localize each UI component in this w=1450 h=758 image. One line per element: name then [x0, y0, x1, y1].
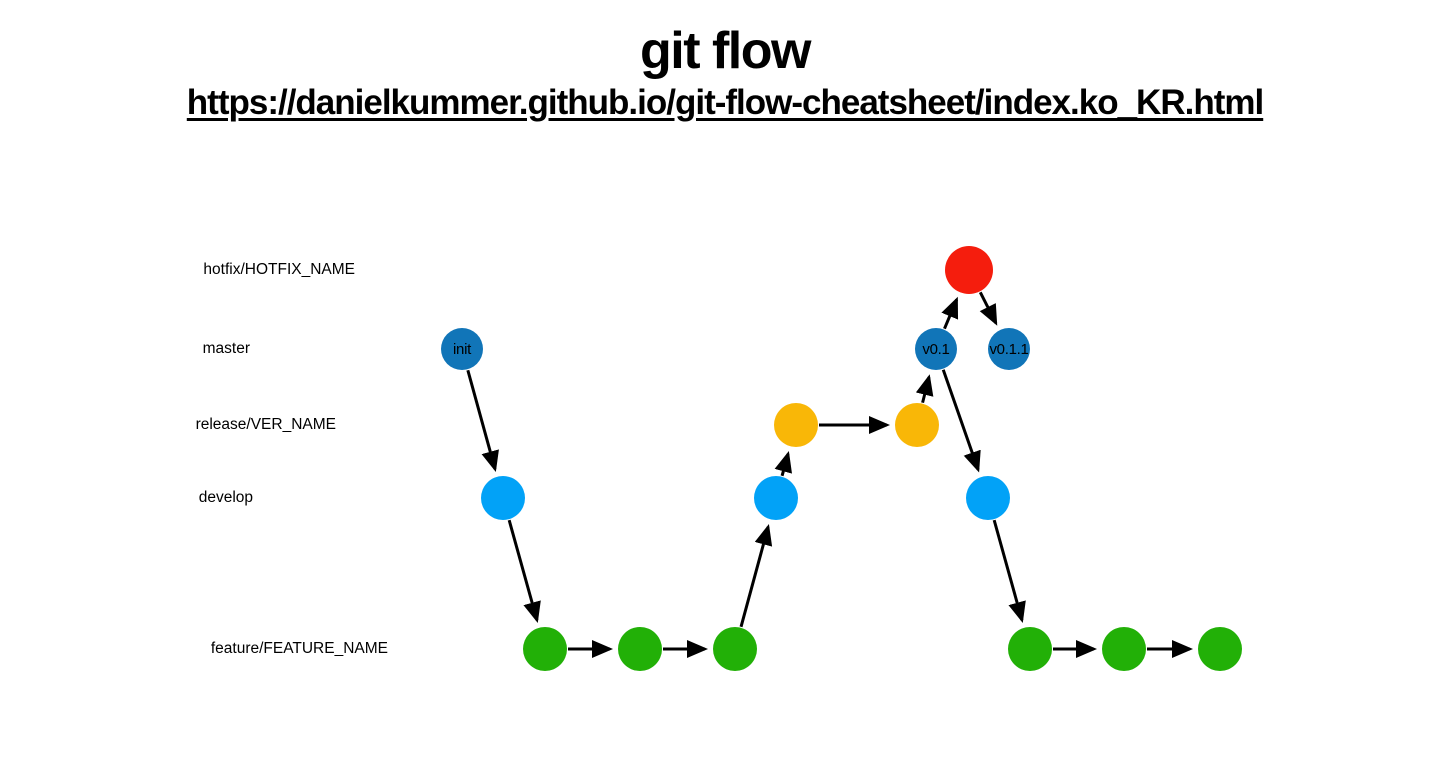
commit-node-d2[interactable] — [754, 476, 798, 520]
commit-node-d3[interactable] — [966, 476, 1010, 520]
commit-node-f3[interactable] — [713, 627, 757, 671]
edge-develop-to-release-start — [774, 451, 792, 477]
cheatsheet-url-link[interactable]: https://danielkummer.github.io/git-flow-… — [186, 82, 1264, 122]
commit-node-d1[interactable] — [481, 476, 525, 520]
commit-node-h1[interactable] — [945, 246, 993, 294]
lane-label-release: release/VER_NAME — [195, 416, 336, 433]
commit-node-f1[interactable] — [523, 627, 567, 671]
commit-node-r2[interactable] — [895, 403, 939, 447]
edge-master-to-hotfix — [941, 296, 959, 330]
edge-develop-to-feature-start — [507, 519, 541, 623]
edge-group — [466, 291, 1193, 658]
commit-node-f6[interactable] — [1198, 627, 1242, 671]
commit-node-label: v0.1 — [922, 340, 950, 358]
commit-node-m_v011[interactable]: v0.1.1 — [988, 328, 1030, 370]
lane-label-develop: develop — [198, 489, 253, 506]
commit-node-r1[interactable] — [774, 403, 818, 447]
page-title: git flow — [640, 22, 811, 80]
edge-hotfix-to-master-v011 — [978, 291, 998, 326]
commit-node-f5[interactable] — [1102, 627, 1146, 671]
edge-master-init-to-develop — [466, 369, 499, 472]
commit-node-label: init — [453, 340, 471, 358]
edge-release-to-master-v01 — [915, 374, 934, 404]
commit-node-m_v01[interactable]: v0.1 — [915, 328, 957, 370]
edge-master-to-develop-backmerge — [941, 369, 981, 473]
edge-develop-to-feature-restart — [992, 519, 1026, 623]
commit-node-f2[interactable] — [618, 627, 662, 671]
lane-label-hotfix: hotfix/HOTFIX_NAME — [203, 261, 355, 278]
commit-node-label: v0.1.1 — [989, 340, 1029, 358]
page-header: git flow https://danielkummer.github.io/… — [0, 0, 1450, 123]
commit-node-m_init[interactable]: init — [441, 328, 483, 370]
commit-node-f4[interactable] — [1008, 627, 1052, 671]
lane-label-feature: feature/FEATURE_NAME — [210, 640, 388, 657]
graph-edges-layer — [466, 291, 1193, 658]
lane-label-master: master — [202, 340, 250, 357]
edge-feature-to-develop-merge — [739, 524, 773, 628]
